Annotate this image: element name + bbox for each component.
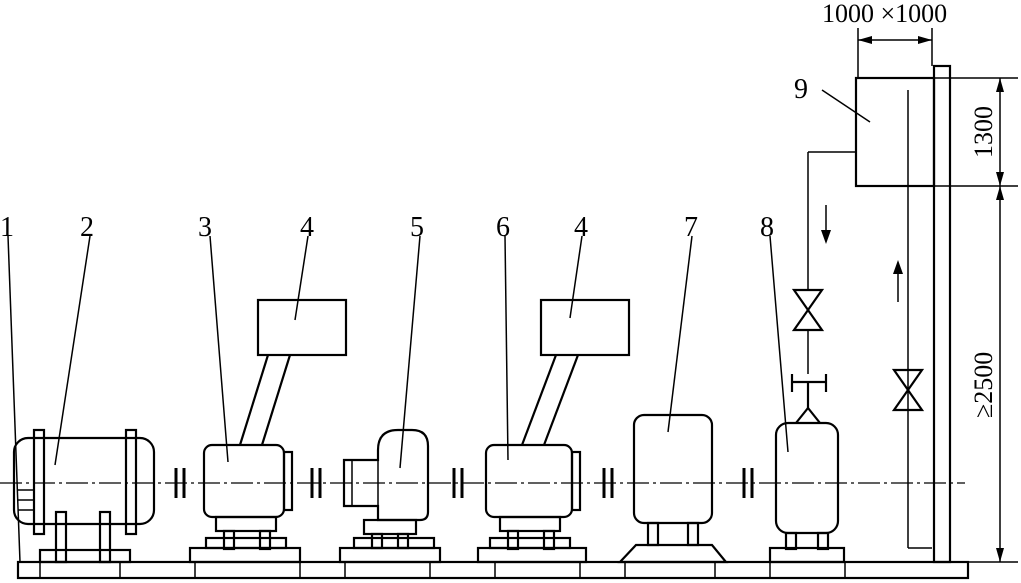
coupling-5	[742, 468, 754, 498]
label-3: 3	[198, 212, 212, 243]
coupling-4	[602, 468, 614, 498]
label-4a: 4	[300, 212, 314, 243]
label-4b: 4	[574, 212, 588, 243]
flow-arrow-down	[821, 205, 831, 244]
leader-lines	[7, 89, 871, 563]
base-plate	[16, 560, 970, 580]
label-6: 6	[496, 212, 510, 243]
dimension-width	[857, 28, 933, 78]
pump-5	[338, 428, 442, 564]
flow-arrow-up	[893, 260, 903, 302]
label-2: 2	[80, 212, 94, 243]
dim-tank-height: 1300	[969, 106, 998, 158]
label-1: 1	[0, 212, 14, 243]
water-tank	[854, 76, 936, 188]
torque-sensor-6	[476, 298, 631, 564]
piping	[791, 90, 932, 549]
motor	[12, 428, 156, 564]
wall-support	[932, 64, 952, 564]
coupling-3	[452, 468, 464, 498]
label-8: 8	[760, 212, 774, 243]
torque-sensor-3	[188, 298, 348, 564]
pump-8	[768, 374, 846, 564]
dim-tank-size: 1000 ×1000	[822, 0, 947, 28]
coupling-1	[174, 468, 186, 498]
motor-7	[617, 413, 729, 564]
label-9: 9	[794, 74, 808, 105]
dim-min-height: ≥2500	[969, 352, 998, 418]
label-5: 5	[410, 212, 424, 243]
dimension-heights	[934, 77, 1018, 563]
coupling-2	[310, 468, 322, 498]
label-7: 7	[684, 212, 698, 243]
